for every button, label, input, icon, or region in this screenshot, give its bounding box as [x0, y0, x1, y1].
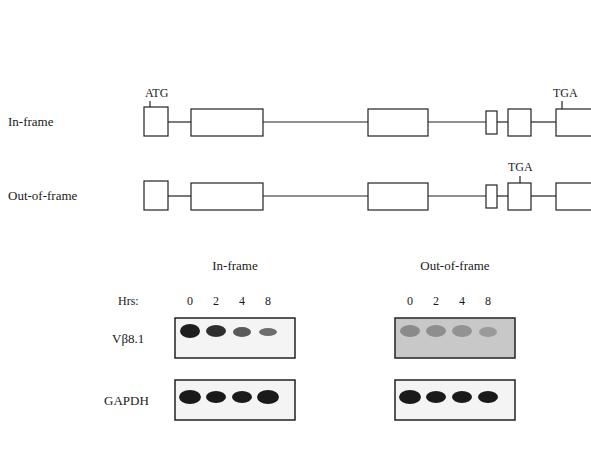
exon-box: [508, 109, 531, 136]
exon-box: [368, 183, 428, 210]
codon-label: TGA: [553, 86, 578, 101]
band: [180, 324, 200, 338]
exon-box: [144, 107, 168, 136]
band: [233, 327, 251, 337]
probe-label: Vβ8.1: [112, 331, 144, 346]
intron-line: [168, 121, 191, 122]
lane-number: 8: [485, 294, 491, 309]
intron-line: [531, 121, 556, 122]
intron-line: [428, 195, 486, 196]
band: [232, 391, 252, 403]
band: [452, 325, 472, 337]
band: [426, 325, 446, 337]
band: [179, 390, 201, 404]
intron-line: [263, 195, 368, 196]
blot-panel: [395, 318, 515, 358]
tick-line: [519, 176, 520, 183]
exon-box: [144, 181, 168, 210]
exon-box: [486, 185, 497, 208]
row-label: Out-of-frame: [8, 188, 77, 203]
northern-blot: [175, 318, 515, 420]
panel-heading: In-frame: [212, 258, 257, 273]
intron-line: [168, 195, 191, 196]
panel-heading: Out-of-frame: [420, 258, 489, 273]
band: [400, 325, 420, 337]
exon-box: [556, 183, 591, 210]
axis-label: Hrs:: [118, 294, 139, 309]
band: [452, 391, 472, 403]
exon-box: [486, 111, 497, 134]
intron-line: [531, 195, 556, 196]
lane-number: 8: [265, 294, 271, 309]
band: [399, 390, 421, 404]
blot-panel: [395, 380, 515, 420]
exon-box: [556, 109, 591, 136]
band: [206, 325, 226, 337]
tick-line: [149, 101, 150, 107]
lane-number: 2: [433, 294, 439, 309]
intron-line: [428, 121, 486, 122]
row-label: In-frame: [8, 114, 53, 129]
tick-line: [561, 101, 562, 109]
intron-line: [263, 121, 368, 122]
lane-number: 4: [459, 294, 465, 309]
out-of-frame-gene: [144, 176, 591, 210]
band: [478, 391, 498, 403]
lane-number: 0: [407, 294, 413, 309]
codon-label: ATG: [145, 86, 168, 101]
probe-label: GAPDH: [104, 393, 149, 408]
lane-number: 4: [239, 294, 245, 309]
exon-box: [191, 109, 263, 136]
intron-line: [497, 121, 508, 122]
band: [259, 328, 277, 336]
band: [206, 391, 226, 403]
exon-box: [508, 183, 531, 210]
exon-box: [191, 183, 263, 210]
lane-number: 0: [187, 294, 193, 309]
band: [426, 391, 446, 403]
intron-line: [497, 195, 508, 196]
band: [257, 390, 279, 404]
exon-box: [368, 109, 428, 136]
blot-panel: [175, 318, 295, 358]
lane-number: 2: [213, 294, 219, 309]
in-frame-gene: [144, 101, 591, 136]
blot-panel: [175, 380, 295, 420]
band: [479, 327, 497, 337]
codon-label: TGA: [508, 160, 533, 175]
